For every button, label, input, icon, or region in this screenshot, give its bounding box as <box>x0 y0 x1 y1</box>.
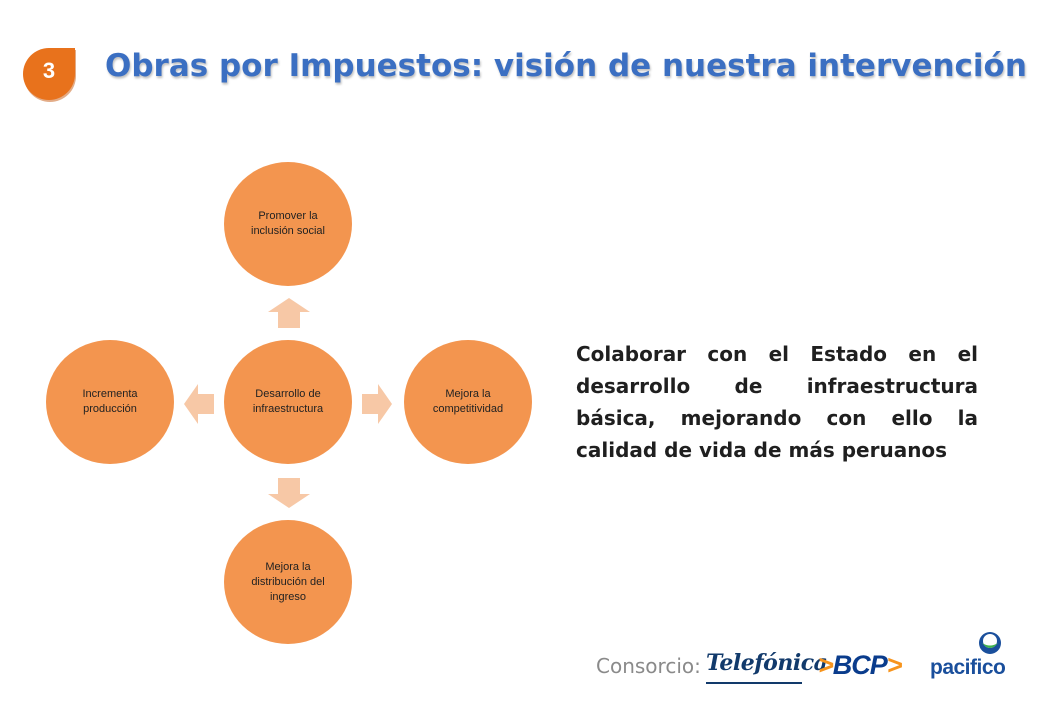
bcp-logo-text: BCP <box>832 650 888 680</box>
arrow-right-icon <box>362 384 392 424</box>
mission-statement: Colaborar con el Estado en el desarrollo… <box>576 342 978 462</box>
telefonica-logo-underline <box>706 682 802 684</box>
bcp-arrow-icon: > <box>818 650 834 680</box>
pacifico-logo: pacifico <box>930 656 1006 679</box>
arrow-down-icon <box>268 478 310 508</box>
badge-number: 3 <box>42 58 56 83</box>
bcp-logo: >BCP> <box>818 650 903 681</box>
pacifico-logo-mark-icon <box>979 632 1001 654</box>
consortium-label: Consorcio: <box>596 654 701 678</box>
node-left: Incrementa producción <box>46 340 174 464</box>
bcp-arrow-icon: > <box>886 650 903 680</box>
arrow-left-icon <box>184 384 214 424</box>
node-right: Mejora la competitividad <box>404 340 532 464</box>
page-title: Obras por Impuestos: visión de nuestra i… <box>105 48 1027 84</box>
section-number-badge: 3 <box>23 44 79 102</box>
telefonica-logo: Telefónica <box>706 650 828 676</box>
node-center-label: Desarrollo de infraestructura <box>252 388 324 415</box>
node-top: Promover la inclusión social <box>224 162 352 286</box>
badge-shape-icon <box>23 48 76 102</box>
node-bottom-label: Mejora la distribución del ingreso <box>251 560 325 603</box>
node-top-label: Promover la inclusión social <box>251 210 325 237</box>
node-center: Desarrollo de infraestructura <box>224 340 352 464</box>
node-bottom: Mejora la distribución del ingreso <box>224 520 352 644</box>
arrow-up-icon <box>268 298 310 328</box>
node-right-label: Mejora la competitividad <box>432 388 504 415</box>
node-left-label: Incrementa producción <box>82 388 138 415</box>
